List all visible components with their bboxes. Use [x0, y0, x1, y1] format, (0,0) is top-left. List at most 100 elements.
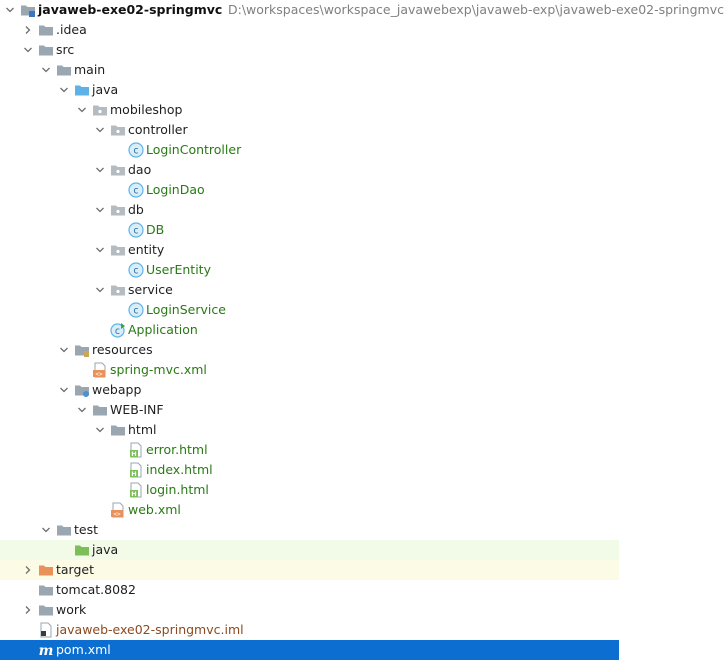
tree-item-label: LoginDao: [146, 182, 205, 197]
svg-text:c: c: [133, 226, 138, 237]
tree-row-tomcat-folder[interactable]: tomcat.8082: [0, 580, 619, 600]
tree-item-label: mobileshop: [110, 102, 183, 117]
svg-text:c: c: [133, 266, 138, 277]
html-file-icon: H: [128, 462, 144, 478]
package-icon: [110, 242, 126, 258]
html-file-icon: H: [128, 442, 144, 458]
tree-row-spring-mvc-xml-file[interactable]: <>spring-mvc.xml: [0, 360, 619, 380]
chevron-down-icon[interactable]: [74, 400, 90, 420]
tree-row-java-source-folder[interactable]: java: [0, 80, 619, 100]
folder-icon: [56, 62, 72, 78]
folder-icon: [92, 402, 108, 418]
chevron-down-icon[interactable]: [74, 100, 90, 120]
tree-row-test-java-folder[interactable]: java: [0, 540, 619, 560]
chevron-right-icon[interactable]: [20, 560, 36, 580]
tree-item-label: pom.xml: [56, 642, 111, 657]
java-class-icon: c: [128, 262, 144, 278]
project-path: D:\workspaces\workspace_javawebexp\javaw…: [228, 2, 724, 17]
tree-row-service-package[interactable]: service: [0, 280, 619, 300]
tree-row-src-folder[interactable]: src: [0, 40, 619, 60]
tree-item-label: controller: [128, 122, 188, 137]
tree-row-iml-file[interactable]: javaweb-exe02-springmvc.iml: [0, 620, 619, 640]
tree-row-web-inf-folder[interactable]: WEB-INF: [0, 400, 619, 420]
chevron-down-icon[interactable]: [38, 60, 54, 80]
tree-row-db-package[interactable]: db: [0, 200, 619, 220]
chevron-down-icon[interactable]: [92, 200, 108, 220]
module-folder-icon: [20, 2, 36, 18]
package-icon: [110, 122, 126, 138]
chevron-down-icon[interactable]: [56, 80, 72, 100]
chevron-down-icon[interactable]: [92, 120, 108, 140]
tree-row-main-folder[interactable]: main: [0, 60, 619, 80]
iml-file-icon: [38, 622, 54, 638]
chevron-down-icon[interactable]: [56, 380, 72, 400]
svg-text:c: c: [115, 326, 120, 337]
tree-row-web-xml-file[interactable]: <>web.xml: [0, 500, 619, 520]
tree-row-entity-package[interactable]: entity: [0, 240, 619, 260]
chevron-down-icon[interactable]: [2, 0, 18, 20]
tree-item-label: LoginService: [146, 302, 226, 317]
svg-text:c: c: [133, 306, 138, 317]
chevron-down-icon[interactable]: [38, 520, 54, 540]
chevron-down-icon[interactable]: [20, 40, 36, 60]
tree-row-controller-package[interactable]: controller: [0, 120, 619, 140]
chevron-right-icon[interactable]: [20, 20, 36, 40]
chevron-down-icon[interactable]: [56, 340, 72, 360]
chevron-down-icon[interactable]: [92, 420, 108, 440]
tree-item-label: webapp: [92, 382, 142, 397]
maven-icon: m: [38, 642, 54, 659]
tree-row-login-service-class[interactable]: c LoginService: [0, 300, 619, 320]
tree-row-dao-package[interactable]: dao: [0, 160, 619, 180]
tree-item-label: main: [74, 62, 106, 77]
tree-row-target-folder[interactable]: target: [0, 560, 619, 580]
tree-item-label: work: [56, 602, 87, 617]
html-file-icon: H: [128, 482, 144, 498]
resources-folder-icon: [74, 342, 90, 358]
tree-item-label: tomcat.8082: [56, 582, 136, 597]
tree-item-label: java: [92, 542, 119, 557]
tree-row-webapp-folder[interactable]: webapp: [0, 380, 619, 400]
tree-item-label: javaweb-exe02-springmvc.iml: [56, 622, 244, 637]
xml-file-icon: <>: [110, 502, 126, 518]
tree-item-label: error.html: [146, 442, 208, 457]
tree-item-label: javaweb-exe02-springmvc: [38, 2, 223, 17]
tree-item-label: login.html: [146, 482, 209, 497]
svg-text:<>: <>: [113, 511, 121, 518]
chevron-down-icon[interactable]: [92, 160, 108, 180]
folder-icon: [38, 22, 54, 38]
folder-icon: [38, 602, 54, 618]
tree-row-test-folder[interactable]: test: [0, 520, 619, 540]
tree-row-html-folder[interactable]: html: [0, 420, 619, 440]
folder-icon: [38, 582, 54, 598]
tree-item-label: WEB-INF: [110, 402, 164, 417]
svg-text:H: H: [131, 450, 136, 458]
web-folder-icon: [74, 382, 90, 398]
tree-row-project-root[interactable]: javaweb-exe02-springmvc D:\workspaces\wor…: [0, 0, 724, 20]
tree-item-label: html: [128, 422, 157, 437]
java-class-icon: c: [128, 182, 144, 198]
tree-row-idea-folder[interactable]: .idea: [0, 20, 619, 40]
svg-text:m: m: [39, 643, 54, 659]
tree-item-label: entity: [128, 242, 165, 257]
svg-text:c: c: [133, 146, 138, 157]
tree-item-label: service: [128, 282, 173, 297]
chevron-right-icon[interactable]: [20, 600, 36, 620]
tree-row-mobileshop-package[interactable]: mobileshop: [0, 100, 619, 120]
package-icon: [92, 102, 108, 118]
chevron-down-icon[interactable]: [92, 280, 108, 300]
tree-row-work-folder[interactable]: work: [0, 600, 619, 620]
package-icon: [110, 282, 126, 298]
java-class-icon: c: [128, 302, 144, 318]
chevron-down-icon[interactable]: [92, 240, 108, 260]
tree-row-resources-folder[interactable]: resources: [0, 340, 619, 360]
source-folder-icon: [74, 82, 90, 98]
